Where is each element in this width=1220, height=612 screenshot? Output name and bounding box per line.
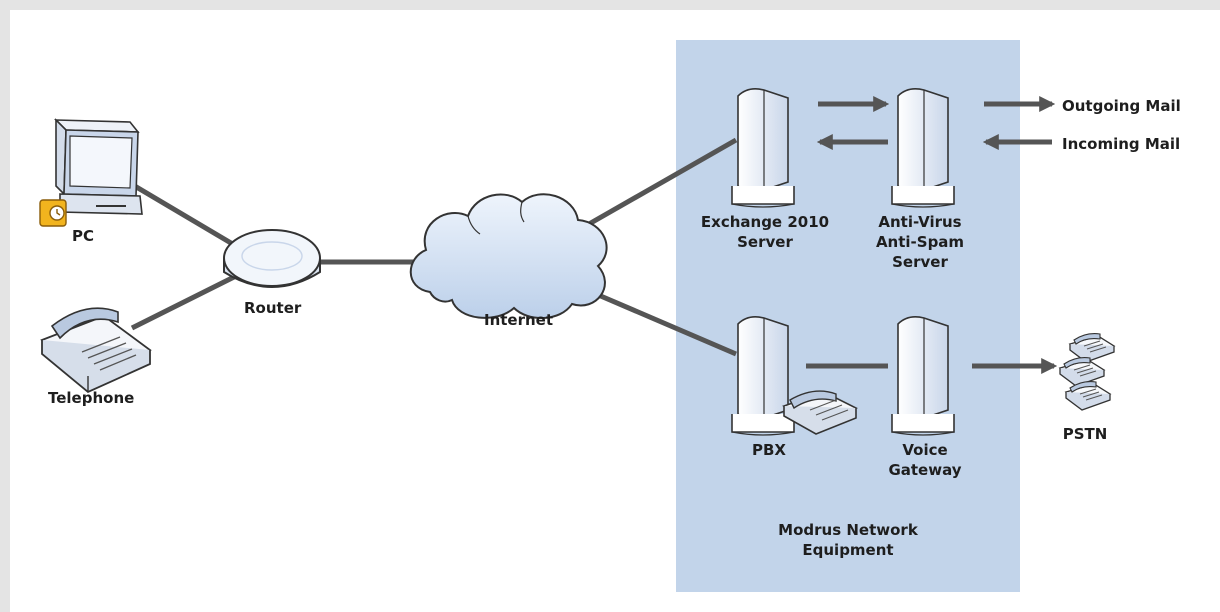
modrus-network-zone [676,40,1020,592]
internet-label: Internet [484,311,554,329]
pbx-icon [731,316,858,436]
exchange-server-label: Exchange 2010 Server [700,213,830,251]
telephone-icon [40,307,152,394]
link-internet-exchange [580,137,738,231]
exchange-server-icon [731,88,795,208]
link-telephone-router [130,273,238,331]
pc-label: PC [72,227,95,245]
pstn-label: PSTN [1062,425,1108,443]
incoming-mail-label: Incoming Mail [1062,135,1181,153]
voice-gateway-label: Voice Gateway [888,441,962,479]
router-label: Router [244,299,302,317]
internet-cloud-icon [409,193,608,320]
router-icon [223,229,321,288]
pc-icon [39,118,143,227]
pbx-label: PBX [752,441,786,459]
link-pc-router [126,179,238,249]
link-internet-pbx [595,291,737,357]
outgoing-mail-label: Outgoing Mail [1062,97,1181,115]
telephone-label: Telephone [48,389,135,407]
antivirus-server-icon [891,88,955,208]
antivirus-server-label: Anti-Virus Anti-Spam Server [875,213,965,271]
pstn-icon [1059,332,1115,411]
zone-label: Modrus Network Equipment [778,521,918,559]
voice-gateway-icon [891,316,955,436]
